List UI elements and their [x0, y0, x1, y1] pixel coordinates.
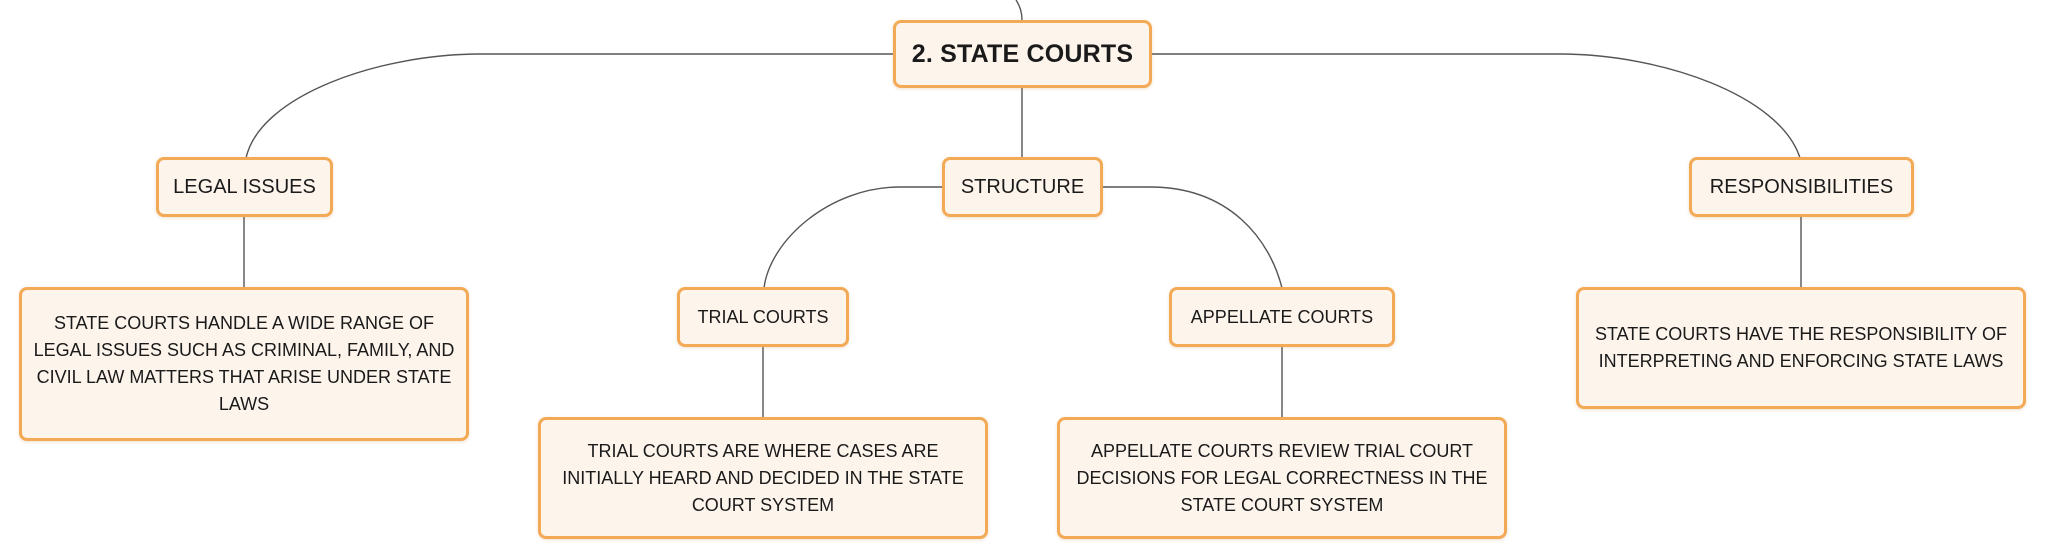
node-legal-issues-detail-text: STATE COURTS HANDLE A WIDE RANGE OF LEGA… [33, 313, 455, 414]
node-appellate-courts-detail[interactable]: APPELLATE COURTS REVIEW TRIAL COURT DECI… [1057, 417, 1507, 539]
node-legal-issues-label: LEGAL ISSUES [173, 175, 316, 198]
node-responsibilities-detail-text: STATE COURTS HAVE THE RESPONSIBILITY OF … [1594, 324, 2008, 371]
node-trial-courts-label: TRIAL COURTS [697, 306, 829, 327]
node-responsibilities-detail[interactable]: STATE COURTS HAVE THE RESPONSIBILITY OF … [1576, 287, 2026, 409]
node-trial-courts-detail[interactable]: TRIAL COURTS ARE WHERE CASES ARE INITIAL… [538, 417, 988, 539]
connector-root-responsibilities [1152, 53, 1801, 159]
node-state-courts-label: 2. STATE COURTS [911, 39, 1134, 68]
connector-structure-trial [763, 186, 943, 289]
node-legal-issues-detail[interactable]: STATE COURTS HANDLE A WIDE RANGE OF LEGA… [19, 287, 469, 441]
node-state-courts[interactable]: 2. STATE COURTS [893, 20, 1152, 88]
node-structure[interactable]: STRUCTURE [942, 157, 1103, 217]
node-legal-issues[interactable]: LEGAL ISSUES [156, 157, 333, 217]
node-structure-label: STRUCTURE [960, 175, 1085, 198]
node-appellate-courts[interactable]: APPELLATE COURTS [1169, 287, 1395, 347]
connector-root-legal-issues [245, 53, 893, 159]
node-trial-courts[interactable]: TRIAL COURTS [677, 287, 849, 347]
connector-structure-appellate [1101, 186, 1283, 289]
node-appellate-courts-detail-text: APPELLATE COURTS REVIEW TRIAL COURT DECI… [1076, 440, 1488, 515]
node-appellate-courts-label: APPELLATE COURTS [1190, 306, 1374, 327]
node-responsibilities[interactable]: RESPONSIBILITIES [1689, 157, 1914, 217]
node-trial-courts-detail-text: TRIAL COURTS ARE WHERE CASES ARE INITIAL… [562, 440, 964, 515]
node-responsibilities-label: RESPONSIBILITIES [1709, 175, 1894, 198]
connector-parent-to-root [1015, 0, 1023, 21]
